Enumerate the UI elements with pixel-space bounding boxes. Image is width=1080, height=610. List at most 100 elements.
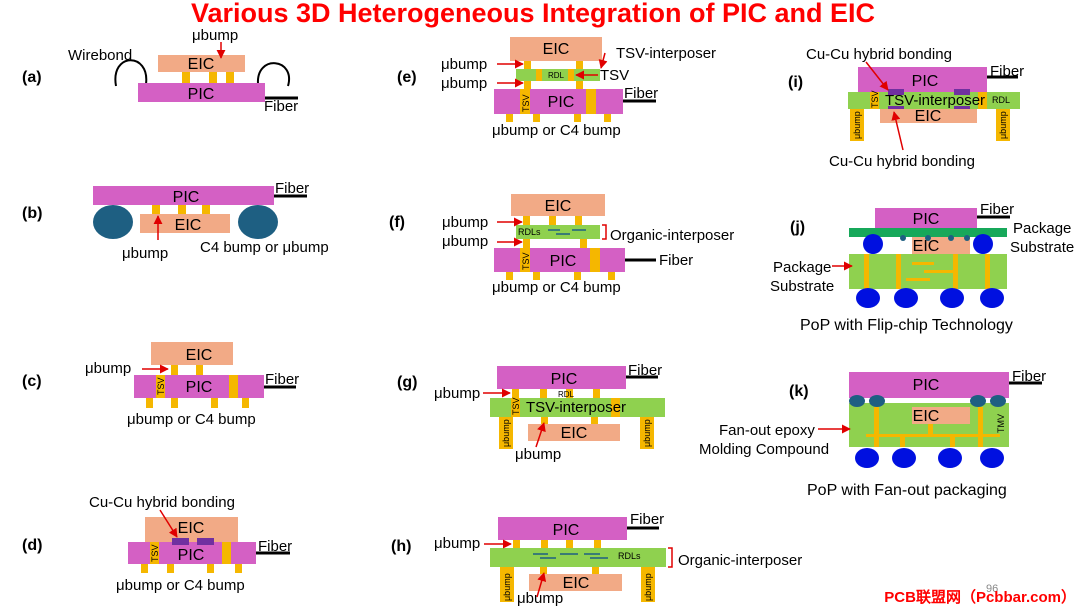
pic-die <box>498 517 627 540</box>
micro-bump <box>990 395 1006 407</box>
via <box>874 407 879 447</box>
tsv-interposer <box>490 398 665 417</box>
c4-bump <box>93 205 133 239</box>
ubump-label-2: μbump <box>442 233 488 250</box>
fiber-label: Fiber <box>624 85 658 102</box>
bump <box>207 564 214 573</box>
caption: PoP with Flip-chip Technology <box>800 317 1013 334</box>
arrow <box>891 111 904 151</box>
panel-d-letter: (d) <box>22 537 42 554</box>
ubump <box>541 540 548 548</box>
bracket <box>668 547 673 568</box>
page-number: 96 <box>986 583 998 595</box>
caption: PoP with Fan-out packaging <box>807 482 1007 499</box>
solder-ball <box>940 288 964 308</box>
rdls-label: RDLs <box>618 551 641 561</box>
ubump <box>566 389 573 398</box>
pic-die <box>497 366 626 389</box>
ubump <box>592 567 599 574</box>
ubump <box>594 540 601 548</box>
bottom-label: μbump or C4 bump <box>492 122 621 139</box>
pic-label: PIC <box>173 189 200 206</box>
organic-interposer <box>490 548 666 567</box>
tsv <box>150 542 159 564</box>
panel-h: (h) PIC Fiber μbump RDLs Organic-interpo… <box>391 511 802 607</box>
tsv <box>536 69 542 81</box>
tsv <box>222 542 231 564</box>
ubump <box>171 365 178 375</box>
solder-ball <box>938 448 962 468</box>
pic-label: PIC <box>551 371 578 388</box>
rdl-label: RDL <box>548 71 565 80</box>
eic-label: EIC <box>915 108 942 125</box>
panel-c: (c) μbump EIC PIC TSV Fiber μbump or C4 … <box>22 342 299 428</box>
panel-h-letter: (h) <box>391 538 411 555</box>
organic-interposer <box>516 225 600 239</box>
hybrid-pad <box>197 538 214 545</box>
bump <box>574 272 581 280</box>
tsv-label: TSV <box>521 94 531 112</box>
eic-die <box>912 407 970 424</box>
bump <box>167 564 174 573</box>
interposer-label: Organic-interposer <box>610 227 734 244</box>
fiber-label: Fiber <box>628 362 662 379</box>
via <box>900 434 905 447</box>
ubump-label: μbump <box>434 385 480 402</box>
ubump <box>202 205 210 214</box>
eic-label: EIC <box>175 217 202 234</box>
ubump <box>540 389 547 398</box>
eic-die <box>510 37 602 61</box>
panel-c-letter: (c) <box>22 373 42 390</box>
micro-bump <box>849 395 865 407</box>
panel-a: (a) Wirebond μbump EIC PIC Fiber <box>22 27 298 115</box>
tsv <box>611 398 620 417</box>
eic-die <box>151 342 233 365</box>
ubump <box>226 72 234 83</box>
panel-b-letter: (b) <box>22 205 42 222</box>
eic-label: EIC <box>178 520 205 537</box>
watermark: PCB联盟网（Pcbbar.com） <box>884 588 1076 606</box>
tsv-label: TSV <box>150 544 160 562</box>
tsv <box>568 69 574 81</box>
rdl-label: RDL <box>992 95 1010 105</box>
solder-ball <box>973 234 993 254</box>
ubump-label: μbump <box>434 535 480 552</box>
eic-die <box>158 55 245 72</box>
via <box>953 254 958 289</box>
bump <box>235 564 242 573</box>
bump <box>608 272 615 280</box>
fiber-label: Fiber <box>264 98 298 115</box>
trace <box>912 262 934 265</box>
eic-label: EIC <box>561 425 588 442</box>
pic-die <box>849 372 1009 398</box>
micro-bump <box>948 235 954 241</box>
wirebond-left <box>114 59 148 87</box>
pic-label: PIC <box>186 379 213 396</box>
ubump <box>182 72 190 83</box>
eic-die <box>140 214 230 233</box>
micro-bump <box>964 235 970 241</box>
fiber-label: Fiber <box>980 201 1014 218</box>
pic-label: PIC <box>913 211 940 228</box>
ubump-right-label: μbump <box>642 419 652 447</box>
bump <box>533 272 540 280</box>
solder-ball <box>892 448 916 468</box>
hybrid-top-label: Cu-Cu hybrid bonding <box>806 46 952 63</box>
ubump <box>576 61 583 69</box>
pic-die <box>138 83 265 102</box>
bottom-label: μbump or C4 bump <box>127 411 256 428</box>
ubump <box>209 72 217 83</box>
eic-label: EIC <box>563 575 590 592</box>
bump <box>604 114 611 122</box>
ubump-label-2: μbump <box>441 75 487 92</box>
ubump-right-label: μbump <box>998 111 1008 139</box>
tsv-label: TSV <box>870 90 880 108</box>
solder-ball <box>855 448 879 468</box>
tsv <box>590 248 600 272</box>
pic-die <box>494 89 623 114</box>
rdls-label: RDLs <box>518 227 541 237</box>
slide-title: Various 3D Heterogeneous Integration of … <box>191 0 875 28</box>
tsv <box>586 89 596 114</box>
c4-bump <box>238 205 278 239</box>
